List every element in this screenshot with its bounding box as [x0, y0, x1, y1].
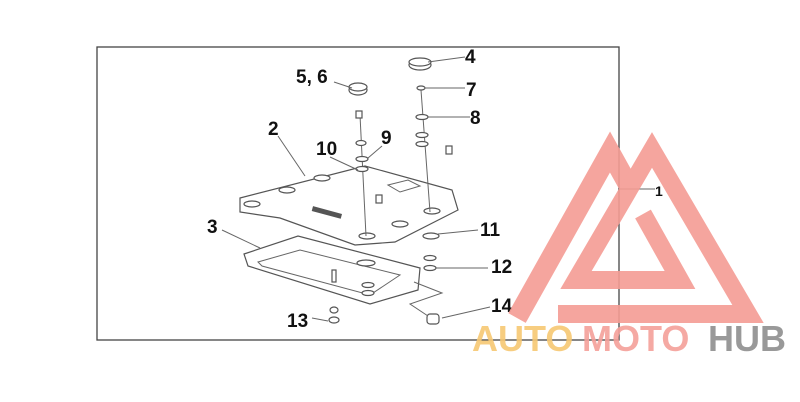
callout-8: 8: [470, 108, 481, 129]
callout-14: 14: [491, 296, 513, 317]
callout-9: 9: [381, 128, 392, 149]
callout-1: 1: [655, 183, 663, 199]
part-5-6-cap-stack: [348, 82, 369, 237]
callout-12: 12: [491, 257, 512, 278]
watermark-logo: [508, 131, 764, 323]
watermark-text-auto: AUTO: [472, 318, 573, 359]
callout-4: 4: [465, 47, 476, 68]
watermark-text-moto: MOTO: [582, 318, 689, 359]
callout-2: 2: [268, 119, 279, 140]
watermark-text-hub: HUB: [708, 318, 786, 359]
part-4-7-8-stack: [328, 57, 453, 325]
part-2-rack-plate: [239, 165, 459, 246]
callout-7: 7: [466, 80, 477, 101]
callout-13: 13: [287, 311, 308, 332]
callout-11: 11: [480, 220, 501, 241]
callout-3: 3: [207, 217, 218, 238]
callout-5-6: 5, 6: [296, 67, 328, 88]
callout-10: 10: [316, 139, 337, 160]
